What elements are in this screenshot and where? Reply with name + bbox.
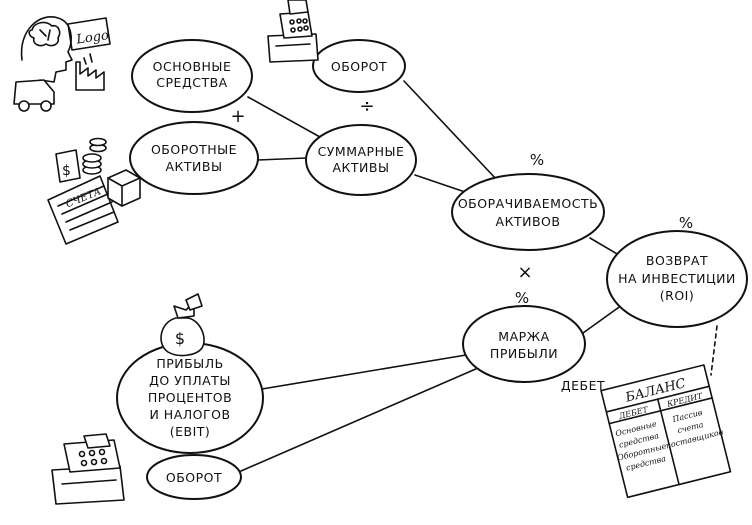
divide-operator: ÷ [359, 96, 374, 117]
debit-label: ДЕБЕТ [561, 378, 605, 393]
logo-text: Logo [74, 28, 110, 48]
plus-operator: + [230, 106, 245, 127]
dollar-sign: $ [62, 163, 71, 179]
money-bag-dollar: $ [175, 329, 185, 348]
percent-sign-turnover: % [530, 151, 544, 169]
invoices-and-coins-icon: СЧЕТА $ [47, 137, 141, 245]
node-turnover-top: ОБОРОТ [312, 39, 406, 93]
node-label: ОБОРОТ [166, 470, 222, 485]
node-turnover-bottom: ОБОРОТ [146, 454, 242, 500]
percent-sign-roi: % [679, 214, 693, 232]
brain-head-icon [20, 16, 73, 83]
factory-icon [75, 53, 105, 91]
connector-lines [240, 80, 718, 472]
percent-sign-margin: % [515, 289, 529, 307]
money-bag-icon: $ [160, 293, 205, 357]
logo-icon: Logo [67, 17, 111, 51]
cash-register-icon-top [267, 0, 319, 63]
balance-sheet-icon: БАЛАНС ДЕБЕТ КРЕДИТ Основные средства Об… [600, 364, 732, 499]
multiply-operator: × [517, 262, 532, 283]
node-label: ОБОРОТ [331, 59, 387, 74]
cash-register-icon-bottom [51, 433, 125, 505]
van-icon [13, 79, 55, 112]
